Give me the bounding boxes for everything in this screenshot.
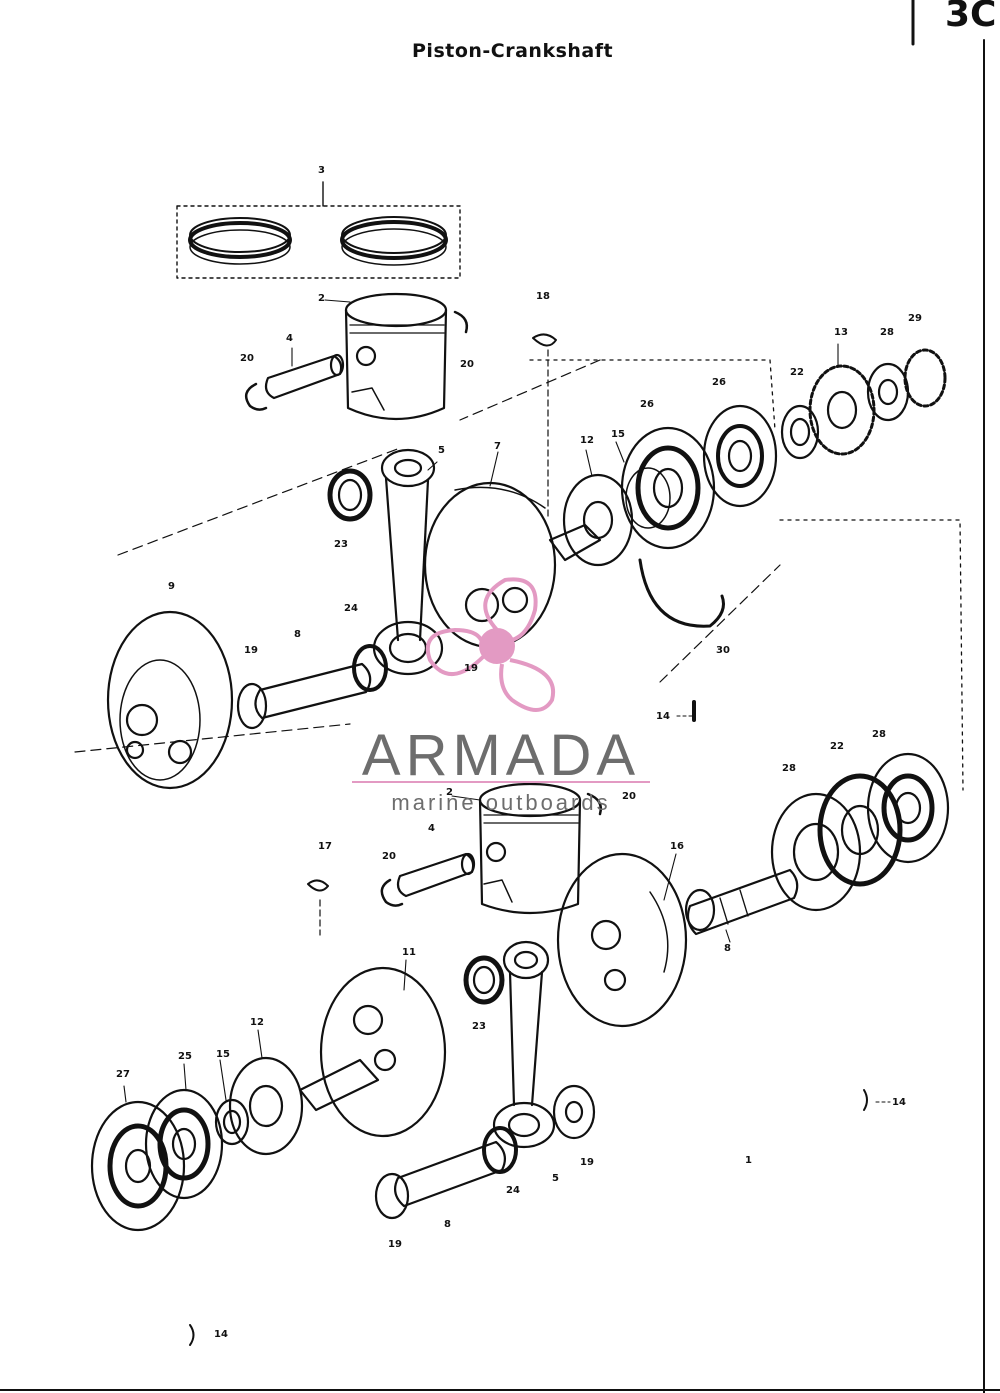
shim-lower-drawing — [214, 1098, 250, 1146]
callout-web-11: 11 — [402, 947, 416, 958]
callout-circlip-lower-left: 20 — [382, 851, 396, 862]
crankpin-lower-drawing — [374, 1126, 518, 1220]
callout-rod-upper: 5 — [438, 445, 445, 456]
piston-pin-upper-drawing — [244, 353, 345, 411]
dowel-pin-right-drawing — [863, 1089, 868, 1111]
callout-pin-14-mid: 14 — [656, 711, 670, 722]
key-upper-drawing — [532, 333, 557, 347]
callout-piston-lower: 2 — [446, 787, 453, 798]
callout-washer-19: 19 — [244, 645, 258, 656]
watermark-divider — [352, 781, 650, 783]
piston-pin-lower-drawing — [380, 852, 476, 907]
callout-crankpin-right: 8 — [724, 943, 731, 954]
ball-bearing-lower-right-drawing — [770, 752, 950, 912]
washer-lower-left-drawing — [228, 1056, 304, 1156]
main-shaft-right-drawing — [684, 868, 799, 936]
callout-needle-lower-23: 23 — [472, 1021, 486, 1032]
oil-seal-upper-drawing — [702, 404, 778, 508]
callout-circlip-upper-left: 20 — [240, 353, 254, 364]
callout-piston-upper: 2 — [318, 293, 325, 304]
callout-shim-15-lower: 15 — [216, 1049, 230, 1060]
callout-bearing-28-lower: 28 — [872, 729, 886, 740]
callout-seal-29: 29 — [908, 313, 922, 324]
callout-circlip-lower-right: 20 — [622, 791, 636, 802]
callout-clip-30: 30 — [716, 645, 730, 656]
callout-seal-upper: 26 — [712, 377, 726, 388]
needle-bearing-lower-drawing — [463, 955, 505, 1005]
callout-ring-set: 3 — [318, 165, 325, 176]
retaining-clip-drawing — [638, 558, 725, 628]
callout-washer-19-lower: 19 — [580, 1157, 594, 1168]
callout-bearing-27: 27 — [116, 1069, 130, 1080]
callout-crankpin-upper: 8 — [294, 629, 301, 640]
callout-bearing-upper: 23 — [334, 539, 348, 550]
callout-pin-14-right: 14 — [892, 1097, 906, 1108]
callout-bearing-25: 25 — [178, 1051, 192, 1062]
callout-washer-12-lower: 12 — [250, 1017, 264, 1028]
callout-misc-1: 1 — [745, 1155, 752, 1166]
callout-needle-lower-24: 24 — [506, 1185, 520, 1196]
page-corner-mark: 3C — [945, 0, 997, 35]
needle-bearing-upper-drawing — [327, 468, 373, 522]
callout-web-16: 16 — [670, 841, 684, 852]
ball-bearing-lower-left-drawing — [90, 1088, 224, 1232]
key-lower-drawing — [307, 879, 329, 892]
watermark-tagline: marine outboards — [391, 790, 611, 815]
callout-pin-upper: 4 — [286, 333, 293, 344]
dowel-pin-bottom-drawing — [189, 1324, 195, 1346]
watermark-brand: ARMADA — [361, 723, 641, 788]
piston-ring-set — [176, 181, 461, 279]
diagram-title: Piston-Crankshaft — [412, 40, 614, 62]
callout-web-upper: 7 — [494, 441, 501, 452]
callout-shim-upper: 15 — [611, 429, 625, 440]
callout-key-17: 17 — [318, 841, 332, 852]
callout-rod-lower: 5 — [552, 1173, 559, 1184]
callout-ring-22-upper: 22 — [790, 367, 804, 378]
callout-washer-19-bottom: 19 — [388, 1239, 402, 1250]
callout-ring-22-lower: 22 — [830, 741, 844, 752]
callout-circlip-upper-right: 20 — [460, 359, 474, 370]
gear-shaft-upper-drawing — [780, 348, 947, 460]
callout-bearing-28-upper: 28 — [880, 327, 894, 338]
crank-web-lower-left-drawing — [298, 966, 447, 1138]
crank-web-left-drawing — [106, 610, 234, 790]
callout-washer-mid: 19 — [464, 663, 478, 674]
callout-key-upper: 18 — [536, 291, 550, 302]
callout-washer-upper: 12 — [580, 435, 594, 446]
callout-crankpin-lower: 8 — [444, 1219, 451, 1230]
callout-gear-13: 13 — [834, 327, 848, 338]
callout-needle-upper: 24 — [344, 603, 358, 614]
armada-logo-icon — [425, 577, 556, 712]
connecting-rod-upper-drawing — [372, 448, 444, 676]
crank-web-right-drawing — [556, 852, 688, 1028]
callout-pin-lower: 4 — [428, 823, 435, 834]
washer-upper-drawing — [562, 473, 634, 567]
callout-bearing-a: 26 — [640, 399, 654, 410]
dashed-box-upper-right — [529, 359, 964, 791]
ball-bearing-upper-drawing — [620, 426, 716, 550]
crank-axis-lines — [74, 359, 781, 753]
crankpin-upper-drawing — [236, 644, 388, 730]
piston-upper-drawing — [344, 292, 469, 421]
callout-web-lower-left: 9 — [168, 581, 175, 592]
connecting-rod-lower-drawing — [492, 940, 556, 1149]
washer-lower-right-drawing — [552, 1084, 596, 1140]
crank-web-upper-drawing — [423, 481, 602, 649]
leader-lines — [123, 299, 891, 1103]
callout-pin-14-bottom: 14 — [214, 1329, 228, 1340]
callout-seal-28-lower: 28 — [782, 763, 796, 774]
